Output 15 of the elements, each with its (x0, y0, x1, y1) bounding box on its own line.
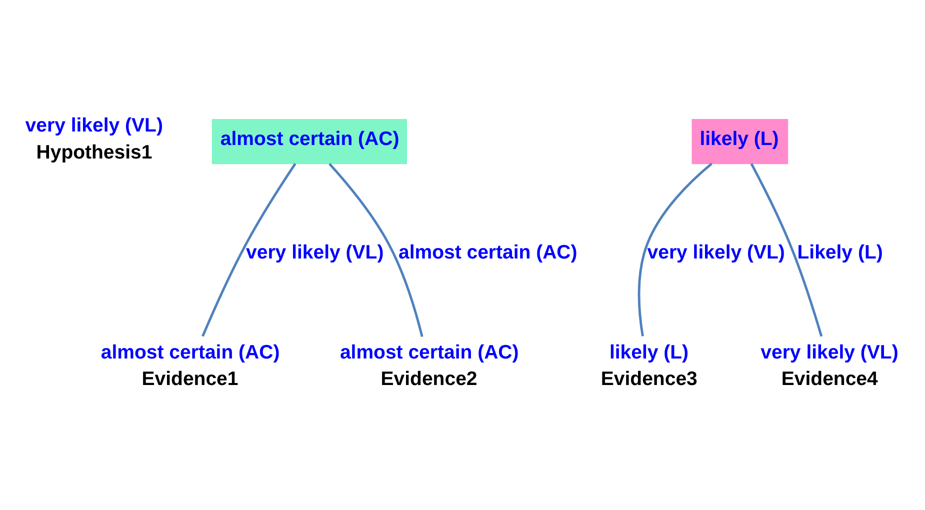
edge-label: very likely (VL) (246, 241, 384, 264)
node-text: likely (L) Evidence3 (600, 341, 698, 390)
connector (328, 162, 424, 337)
node-text: almost certain (AC) Evidence2 (340, 341, 519, 390)
connector (750, 163, 823, 337)
node-text: very likely (VL) Evidence4 (760, 341, 898, 390)
edge-label: very likely (VL) (647, 241, 785, 264)
node-box: almost certain (AC) (212, 119, 407, 164)
edge-label: almost certain (AC) (398, 241, 578, 264)
edge-label: Likely (L) (797, 241, 883, 264)
connector (202, 162, 296, 337)
node-text: very likely (VL) Hypothesis1 (25, 114, 163, 164)
node-text: almost certain (AC) Evidence1 (100, 341, 280, 390)
connector (638, 162, 712, 336)
node-box: likely (L) (692, 119, 788, 164)
